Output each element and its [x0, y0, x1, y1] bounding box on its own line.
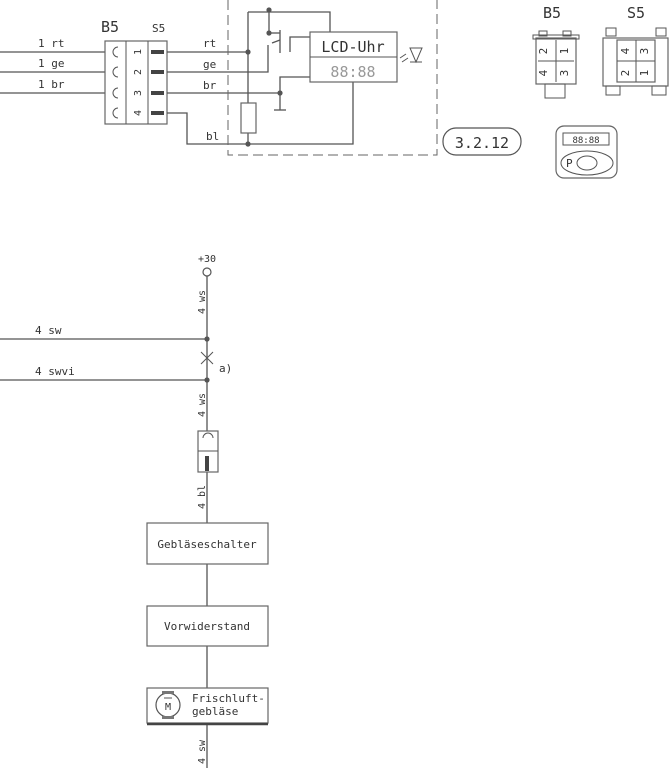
pin-3: 3 [133, 90, 144, 96]
clock-module-boundary [227, 0, 438, 156]
wire-label-rt: 1 rt [38, 37, 65, 50]
panel-p-button[interactable]: P [566, 157, 573, 170]
s5-label: S5 [152, 22, 165, 35]
s5-view-label: S5 [627, 4, 645, 22]
inner-label-br: br [203, 79, 217, 92]
wire-label-ws-2: 4 ws [197, 393, 208, 417]
b5-view-pin-a: 2 [537, 48, 550, 55]
motor-label-line2: gebläse [192, 705, 238, 718]
lcd-title: LCD-Uhr [321, 38, 384, 56]
control-panel [555, 125, 618, 179]
series-resistor-label: Vorwiderstand [164, 620, 250, 633]
internal-wires [167, 7, 354, 147]
motor-symbol: M [165, 702, 171, 713]
wire-label-swvi: 4 swvi [35, 365, 75, 378]
b5-label: B5 [101, 18, 119, 36]
s5-view-pin-d: 1 [638, 70, 651, 77]
pin-4: 4 [133, 110, 144, 116]
supply-label: +30 [198, 254, 216, 265]
series-resistor-block [146, 605, 269, 647]
b5-view-pin-d: 3 [558, 70, 571, 77]
b5-connector-view [532, 30, 580, 99]
inner-label-ge: ge [203, 58, 216, 71]
s5-view-pin-b: 3 [638, 48, 651, 55]
wire-label-br: 1 br [38, 78, 65, 91]
wire-label-ws-1: 4 ws [197, 290, 208, 314]
blower-switch-label: Gebläseschalter [157, 538, 257, 551]
s5-connector-view [602, 27, 669, 96]
s5-view-pin-c: 2 [619, 70, 632, 77]
wire-label-bl: 4 bl [197, 485, 208, 509]
b5-view-label: B5 [543, 4, 561, 22]
b5-s5-connector [104, 40, 168, 125]
blower-wires [0, 276, 214, 768]
motor-label-line1: Frischluft- [192, 692, 265, 705]
inner-label-rt: rt [203, 37, 216, 50]
panel-display: 88:88 [572, 136, 599, 146]
wire-label-sw-out: 4 sw [197, 739, 208, 764]
note-a: a) [219, 362, 232, 375]
supply-terminal [202, 267, 212, 277]
b5-view-pin-b: 1 [558, 48, 571, 55]
pin-2: 2 [133, 69, 144, 75]
blower-switch-block [146, 522, 269, 565]
b5-view-pin-c: 4 [537, 69, 550, 76]
inline-connector [197, 430, 219, 473]
pin-1: 1 [133, 49, 144, 55]
s5-view-pin-a: 4 [619, 47, 632, 54]
lcd-clock [309, 31, 398, 83]
lcd-digits: 88:88 [330, 63, 375, 81]
led-icon [399, 47, 423, 64]
wire-label-ge: 1 ge [38, 57, 65, 70]
reference-number: 3.2.12 [455, 134, 509, 152]
reference-badge[interactable] [442, 127, 522, 156]
fresh-air-blower-block [146, 687, 269, 726]
wire-label-sw: 4 sw [35, 324, 62, 337]
inner-label-bl: bl [206, 130, 219, 143]
harness-wires [0, 51, 112, 94]
